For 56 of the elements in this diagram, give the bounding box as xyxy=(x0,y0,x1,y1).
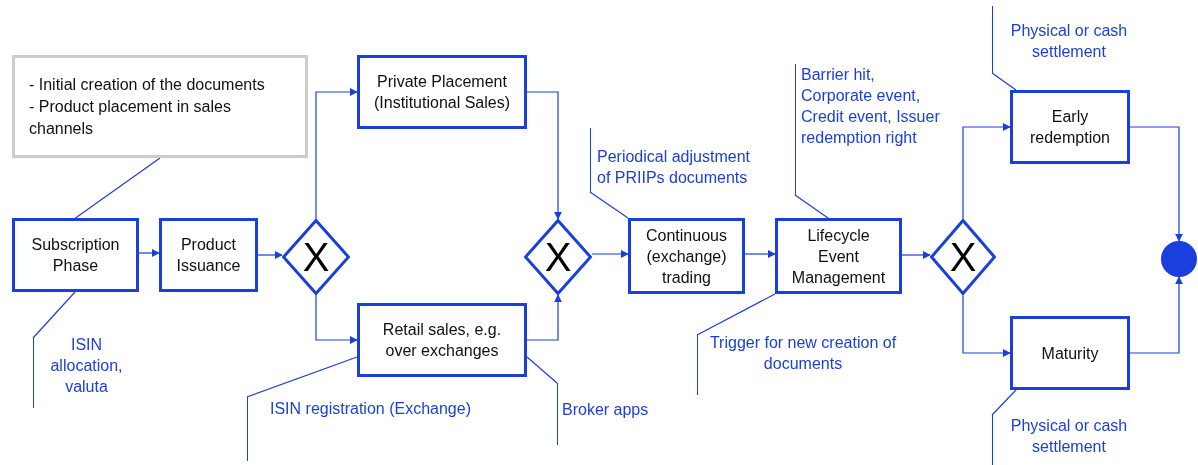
step-label: Lifecycle Event Management xyxy=(790,225,887,288)
process-box xyxy=(12,218,139,292)
process-box xyxy=(357,303,527,377)
process-box xyxy=(775,218,902,294)
leader-line xyxy=(794,194,829,219)
process-box xyxy=(357,55,527,129)
leader-line xyxy=(991,72,1017,91)
step-label: Retail sales, e.g. over exchanges xyxy=(381,320,503,361)
annotation-text: Periodical adjustment of PRIIPs documents xyxy=(597,147,751,188)
end-event-circle xyxy=(1161,241,1197,277)
step-label: Early redemption xyxy=(1028,107,1111,148)
arrow xyxy=(962,294,1011,357)
arrow xyxy=(1129,126,1183,242)
annotation-text: ISIN allocation, valuta xyxy=(49,335,124,397)
process-box xyxy=(1010,316,1130,390)
leader-line xyxy=(32,291,76,339)
annotation-text: Physical or cash settlement xyxy=(1009,21,1129,62)
arrow xyxy=(315,88,358,220)
step-label: Maturity xyxy=(1041,343,1099,364)
arrow xyxy=(744,250,776,258)
gateway-mark: X xyxy=(949,237,977,277)
arrow xyxy=(526,294,562,341)
gateway-diamond xyxy=(282,219,350,295)
note-text: - Initial creation of the documents xyxy=(29,75,266,95)
arrow xyxy=(315,294,358,344)
annotation-text: ISIN registration (Exchange) xyxy=(269,399,472,419)
step-label: Product Issuance xyxy=(175,235,242,276)
process-box xyxy=(159,218,258,292)
leader-line xyxy=(696,293,776,336)
leader-line xyxy=(589,191,629,219)
step-label: Continuous (exchange) trading xyxy=(645,225,728,288)
arrow xyxy=(901,251,931,259)
arrow xyxy=(962,123,1011,220)
annotation-text: Broker apps xyxy=(562,400,650,420)
gateway-mark: X xyxy=(544,237,572,277)
leader-line xyxy=(74,157,161,219)
process-box xyxy=(628,218,745,294)
gateway-diamond xyxy=(930,219,996,295)
arrow xyxy=(526,91,562,220)
leader-line xyxy=(526,356,558,384)
gateway-mark: X xyxy=(302,237,330,277)
step-label: Private Placement (Institutional Sales) xyxy=(372,72,512,113)
arrow xyxy=(257,251,283,259)
annotation-text: Barrier hit, Corporate event, Credit event, Issuer redemption right xyxy=(801,65,941,148)
arrow xyxy=(1129,276,1183,354)
annotation-text: Trigger for new creation of documents xyxy=(708,333,898,374)
note-text: - Product placement in sales channels xyxy=(29,97,232,139)
leader-line xyxy=(246,356,358,398)
arrow xyxy=(138,249,160,257)
step-label: Subscription Phase xyxy=(30,235,121,276)
annotation-text: Physical or cash settlement xyxy=(1009,416,1129,457)
leader-line xyxy=(991,389,1017,416)
gateway-diamond xyxy=(524,219,592,295)
process-box xyxy=(1010,90,1130,164)
note-box xyxy=(12,55,308,158)
arrow xyxy=(591,250,629,258)
